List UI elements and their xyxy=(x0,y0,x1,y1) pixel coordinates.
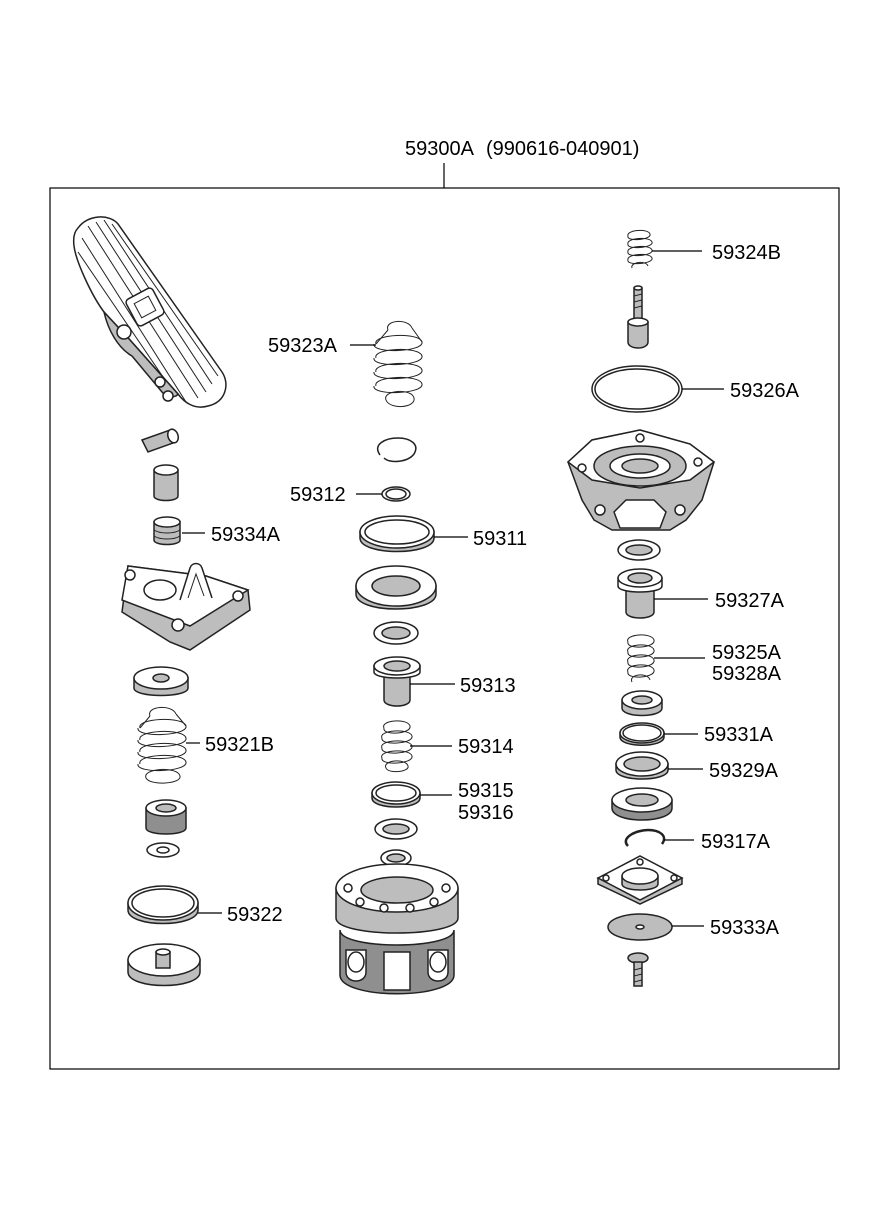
part-label-59324B[interactable]: 59324B xyxy=(712,242,781,264)
spring-59314-part[interactable] xyxy=(381,720,413,773)
spring-seat-part[interactable] xyxy=(133,666,189,697)
snap-ring-part[interactable] xyxy=(377,437,417,463)
plunger-part[interactable] xyxy=(153,464,179,502)
seal-ring-59311-part[interactable] xyxy=(359,515,435,553)
pin-part[interactable] xyxy=(140,428,180,453)
part-label-59313[interactable]: 59313 xyxy=(460,675,516,697)
mounting-bracket-part[interactable] xyxy=(121,562,251,651)
washer-a-part[interactable] xyxy=(374,818,418,840)
spring-59325A-part[interactable] xyxy=(627,634,655,683)
bushing-part[interactable] xyxy=(611,787,673,821)
large-washer-part[interactable] xyxy=(355,565,437,610)
cup-part[interactable] xyxy=(145,799,187,835)
part-label-59325A[interactable]: 59325A xyxy=(712,642,782,664)
part-label-59317A[interactable]: 59317A xyxy=(701,831,771,853)
part-label-59327A[interactable]: 59327A xyxy=(715,590,785,612)
assembly-frame xyxy=(49,187,840,1070)
part-label-59322[interactable]: 59322 xyxy=(227,904,283,926)
spring-59323A-part[interactable] xyxy=(373,321,423,407)
part-label-59314[interactable]: 59314 xyxy=(458,736,514,758)
o-ring-59326A-part[interactable] xyxy=(591,365,683,413)
part-label-59312[interactable]: 59312 xyxy=(290,484,346,506)
part-label-59311[interactable]: 59311 xyxy=(473,528,527,550)
valve-body-part[interactable] xyxy=(335,863,459,995)
bolt-part[interactable] xyxy=(627,952,649,987)
part-label-59331A[interactable]: 59331A xyxy=(704,724,774,746)
gasket-59333A-part[interactable] xyxy=(607,913,673,941)
pedal-part[interactable] xyxy=(72,216,227,408)
ring-59331A-part[interactable] xyxy=(619,722,665,746)
ring-59329A-part[interactable] xyxy=(615,751,669,780)
small-washer-part[interactable] xyxy=(146,842,180,858)
boot-part[interactable] xyxy=(153,516,181,546)
thin-washer-part[interactable] xyxy=(373,621,419,645)
spring-59321B-part[interactable] xyxy=(137,707,187,784)
ring-59322-part[interactable] xyxy=(127,885,199,925)
part-label-59315[interactable]: 59315 xyxy=(458,780,514,802)
part-label-59333A[interactable]: 59333A xyxy=(710,917,780,939)
part-label-59334A[interactable]: 59334A xyxy=(211,524,281,546)
part-label-59316[interactable]: 59316 xyxy=(458,802,514,824)
part-label-59323A[interactable]: 59323A xyxy=(268,335,338,357)
part-label-59326A[interactable]: 59326A xyxy=(730,380,800,402)
part-label-59328A[interactable]: 59328A xyxy=(712,663,782,685)
part-label-59329A[interactable]: 59329A xyxy=(709,760,779,782)
washer-c-part[interactable] xyxy=(617,539,661,561)
ring-59315-part[interactable] xyxy=(371,781,421,808)
spring-59324B-part[interactable] xyxy=(627,229,653,269)
push-rod-part[interactable] xyxy=(627,285,649,349)
seat-part[interactable] xyxy=(621,690,663,717)
o-ring-59312-part[interactable] xyxy=(381,486,411,502)
piston-59327A-part[interactable] xyxy=(617,568,663,619)
assembly-number[interactable]: 59300A xyxy=(405,138,475,160)
upper-housing-part[interactable] xyxy=(566,429,716,531)
cover-plate-part[interactable] xyxy=(596,855,684,905)
base-cap-part[interactable] xyxy=(127,943,201,987)
part-label-59321B[interactable]: 59321B xyxy=(205,734,274,756)
valve-piston-59313-part[interactable] xyxy=(373,656,421,707)
assembly-date-range: (990616-040901) xyxy=(486,138,639,160)
snap-ring-59317A-part[interactable] xyxy=(624,828,666,847)
